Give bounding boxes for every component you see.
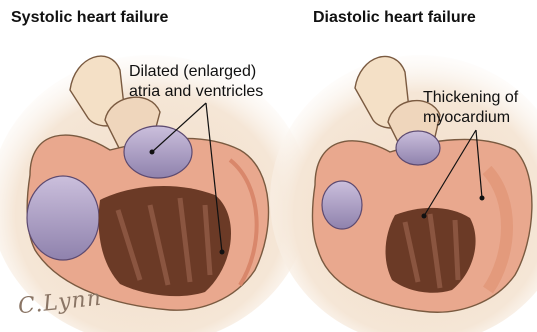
right-dot-wall: [480, 196, 485, 201]
diastolic-callout-line2: myocardium: [423, 108, 518, 128]
right-atrium-dilated: [27, 176, 99, 260]
right-left-atrium: [396, 131, 440, 165]
diastolic-callout: Thickening of myocardium: [423, 88, 518, 128]
right-right-atrium: [322, 181, 362, 229]
systolic-callout: Dilated (enlarged) atria and ventricles: [129, 62, 263, 102]
right-dot-septum: [422, 214, 427, 219]
systolic-callout-line2: atria and ventricles: [129, 82, 263, 102]
left-dot-ventricle: [220, 250, 225, 255]
left-dot-atrium: [150, 150, 155, 155]
left-atrium-dilated: [124, 126, 192, 178]
systolic-callout-line1: Dilated (enlarged): [129, 62, 263, 82]
diastolic-callout-line1: Thickening of: [423, 88, 518, 108]
